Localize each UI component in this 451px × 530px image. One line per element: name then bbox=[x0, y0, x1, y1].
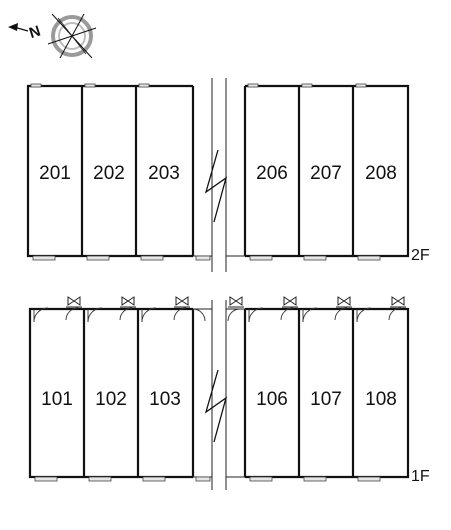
floor-label-2f: 2F bbox=[411, 247, 430, 264]
floor-1f: 101 102 103 106 107 108 1F bbox=[28, 296, 430, 490]
meter-markers bbox=[66, 296, 406, 308]
floor-2f: 201 202 203 206 207 208 2F bbox=[26, 78, 430, 272]
compass-rose-icon: N bbox=[8, 13, 97, 59]
unit-108: 108 bbox=[365, 389, 397, 410]
floor-label-1f: 1F bbox=[411, 468, 430, 485]
unit-102: 102 bbox=[95, 389, 127, 410]
unit-106: 106 bbox=[256, 389, 288, 410]
unit-101: 101 bbox=[41, 389, 73, 410]
unit-201: 201 bbox=[39, 163, 71, 184]
unit-203: 203 bbox=[148, 163, 180, 184]
unit-202: 202 bbox=[93, 163, 125, 184]
unit-206: 206 bbox=[256, 163, 288, 184]
unit-103: 103 bbox=[149, 389, 181, 410]
entrance-doors bbox=[33, 307, 402, 323]
compass-north-letter: N bbox=[27, 23, 43, 43]
unit-208: 208 bbox=[365, 163, 397, 184]
unit-107: 107 bbox=[310, 389, 342, 410]
unit-207: 207 bbox=[310, 163, 342, 184]
